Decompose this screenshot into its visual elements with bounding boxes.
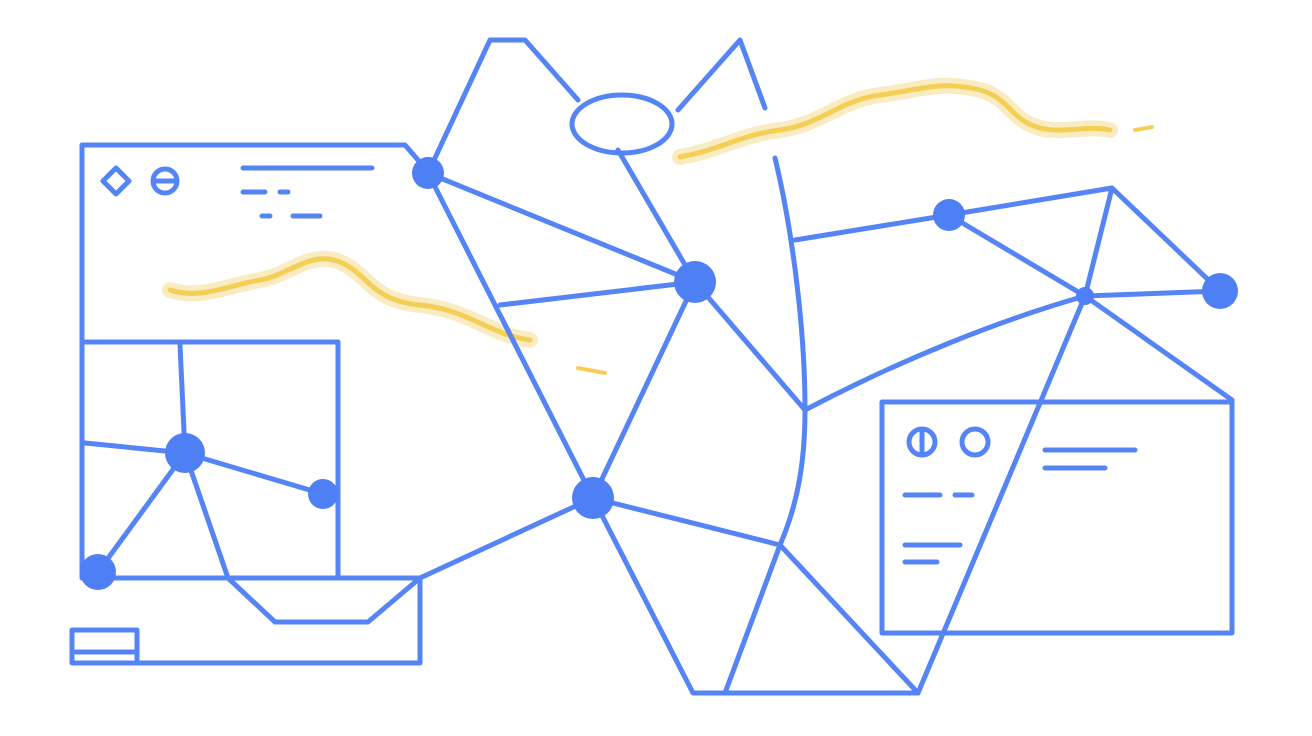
cat-head-outline — [425, 37, 768, 176]
node — [674, 261, 716, 303]
right-edges — [792, 185, 1235, 696]
center-edges — [425, 147, 921, 696]
node — [80, 554, 116, 590]
spine-curve — [722, 155, 808, 696]
halo-ellipse — [569, 92, 675, 156]
node — [1202, 273, 1238, 309]
network-nodes — [80, 157, 1238, 590]
node — [572, 477, 614, 519]
circle-icon — [959, 426, 991, 458]
smoke-trail-right-glow — [672, 77, 1118, 165]
smoke-dash-right — [1133, 125, 1154, 132]
left-window-frame — [79, 142, 421, 581]
left-window-bottom — [69, 575, 423, 666]
right-text-lines — [902, 447, 1138, 565]
diamond-icon — [100, 165, 132, 197]
smoke-dash-left — [576, 366, 607, 375]
left-text-lines — [240, 165, 375, 219]
right-window-frame — [879, 399, 1235, 636]
smoke-trail-right — [677, 83, 1113, 160]
node — [1076, 287, 1094, 305]
node — [412, 157, 444, 189]
smoke-trail-left — [167, 256, 533, 343]
smoke-trails — [162, 77, 1154, 375]
node — [308, 479, 338, 509]
node — [165, 433, 205, 473]
node — [933, 199, 965, 231]
left-window-inner-panel — [79, 339, 341, 581]
